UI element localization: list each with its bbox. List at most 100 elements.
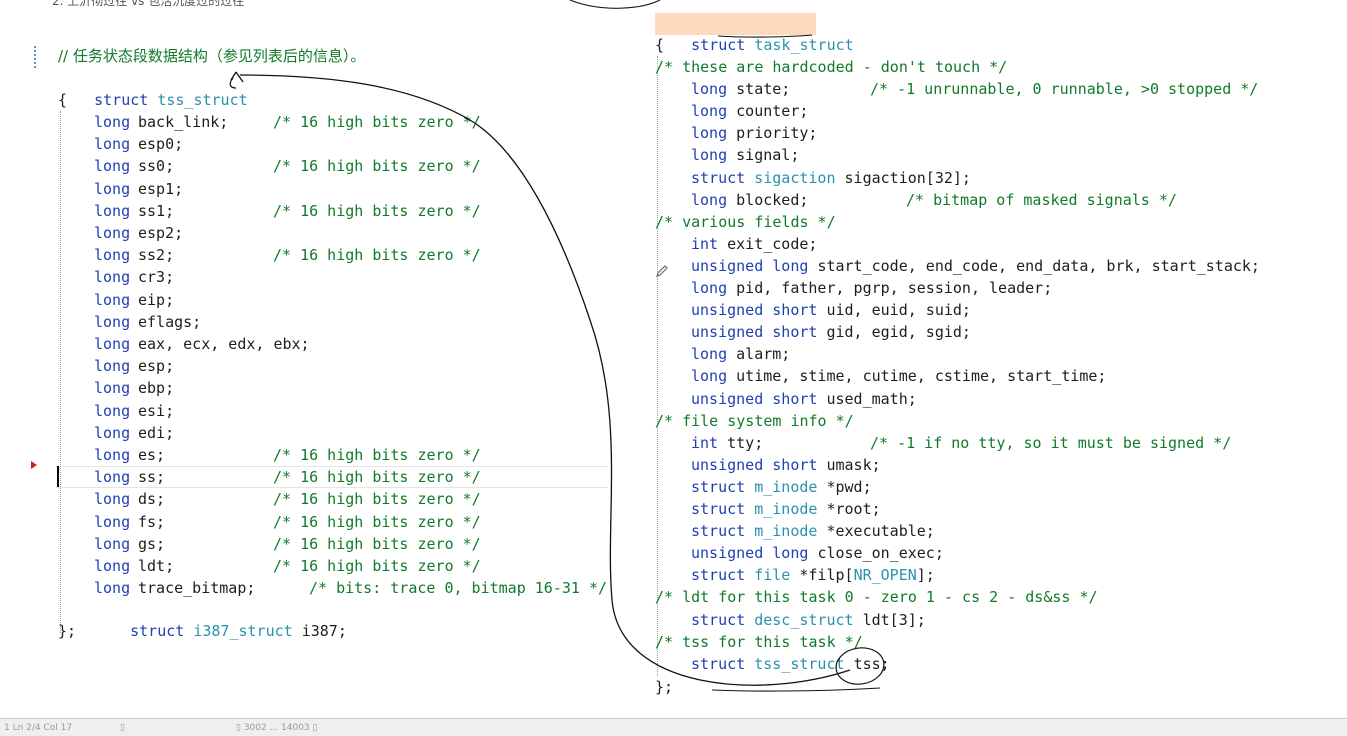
task-struct-declaration: struct task_struct bbox=[655, 12, 854, 54]
tss-struct-name[interactable]: tss_struct bbox=[157, 91, 248, 109]
task-close-brace: }; bbox=[655, 678, 674, 696]
task-field-line: long alarm; bbox=[691, 343, 790, 365]
long-keyword: long bbox=[94, 401, 131, 420]
field-name: i387; bbox=[301, 622, 347, 640]
field-name: *root; bbox=[826, 500, 881, 518]
field-name: close_on_exec; bbox=[817, 544, 944, 563]
tss-close-brace: }; bbox=[58, 622, 77, 640]
macro-name[interactable]: NR_OPEN bbox=[853, 566, 917, 585]
breakpoint-arrow-icon[interactable] bbox=[31, 461, 37, 469]
struct-type-name[interactable]: tss_struct bbox=[754, 654, 845, 673]
type-keyword: long bbox=[691, 146, 728, 165]
field-name: *executable; bbox=[826, 522, 935, 541]
type-keyword: long bbox=[691, 279, 728, 297]
struct-type-name[interactable]: file bbox=[754, 566, 791, 585]
long-keyword: long bbox=[94, 446, 131, 464]
status-bar: 1 Ln 2/4 Col 17 ▯ ▯ 3002 ... 14003 ▯ bbox=[0, 718, 1347, 736]
field-comment: /* 16 high bits zero */ bbox=[273, 557, 481, 575]
task-field-line: long utime, stime, cutime, cstime, start… bbox=[691, 365, 1106, 387]
long-keyword: long bbox=[94, 423, 131, 442]
field-name: utime, stime, cutime, cstime, start_time… bbox=[736, 367, 1107, 386]
long-keyword: long bbox=[94, 135, 131, 154]
change-indicator-bar bbox=[34, 46, 38, 68]
long-keyword: long bbox=[94, 179, 131, 198]
field-comment: /* 16 high bits zero */ bbox=[273, 534, 481, 553]
field-name: ss2; bbox=[138, 246, 175, 265]
task-field-line: unsigned long start_code, end_code, end_… bbox=[691, 255, 1260, 277]
field-name: state; bbox=[736, 80, 791, 99]
field-name: *filp[ bbox=[799, 566, 854, 585]
task-field-line: int tty;/* -1 if no tty, so it must be s… bbox=[691, 432, 1231, 454]
field-comment: /* 16 high bits zero */ bbox=[273, 246, 481, 265]
section-comment: /* ldt for this task 0 - zero 1 - cs 2 -… bbox=[655, 588, 1098, 607]
task-field-line: long signal; bbox=[691, 144, 799, 166]
status-item-icon[interactable]: ▯ bbox=[120, 723, 125, 733]
type-keyword: unsigned long bbox=[691, 256, 809, 275]
type-keyword: struct bbox=[691, 500, 746, 518]
field-name: counter; bbox=[736, 102, 809, 121]
tss-field-line: long esp2; bbox=[94, 222, 183, 244]
struct-type-name[interactable]: sigaction bbox=[754, 168, 836, 187]
field-name: eax, ecx, edx, ebx; bbox=[138, 335, 310, 353]
type-keyword: struct bbox=[691, 168, 746, 187]
task-field-line: long state;/* -1 unrunnable, 0 runnable,… bbox=[691, 78, 1258, 100]
type-keyword: struct bbox=[691, 654, 746, 673]
long-keyword: long bbox=[94, 512, 131, 531]
task-field-line: unsigned long close_on_exec; bbox=[691, 542, 944, 564]
field-name: esp2; bbox=[138, 224, 184, 242]
field-name: back_link; bbox=[138, 113, 229, 131]
tss-field-line: long edi; bbox=[94, 422, 174, 444]
field-name: ds; bbox=[138, 490, 166, 509]
field-name: pid, father, pgrp, session, leader; bbox=[736, 279, 1053, 297]
field-name: umask; bbox=[826, 455, 881, 474]
struct-keyword: struct bbox=[94, 91, 149, 109]
i387-type-name[interactable]: i387_struct bbox=[193, 622, 293, 640]
field-name: fs; bbox=[138, 512, 166, 531]
field-name: edi; bbox=[138, 423, 175, 442]
struct-type-name[interactable]: desc_struct bbox=[754, 610, 854, 629]
type-keyword: long bbox=[691, 102, 728, 121]
long-keyword: long bbox=[94, 490, 131, 509]
task-struct-name[interactable]: task_struct bbox=[754, 36, 854, 54]
struct-keyword: struct bbox=[130, 622, 185, 640]
task-field-line: struct tss_struct tss; bbox=[691, 653, 890, 675]
type-keyword: unsigned short bbox=[691, 389, 818, 408]
tss-open-brace: { bbox=[58, 91, 68, 109]
long-keyword: long bbox=[94, 201, 131, 220]
field-name: *pwd; bbox=[826, 477, 872, 496]
field-name: eflags; bbox=[138, 312, 202, 331]
field-name: uid, euid, suid; bbox=[826, 301, 971, 320]
task-open-brace: { bbox=[655, 36, 665, 54]
tss-last-field: struct i387_struct i387; bbox=[94, 598, 347, 640]
task-field-line: long blocked;/* bitmap of masked signals… bbox=[691, 189, 1177, 211]
long-keyword: long bbox=[94, 579, 131, 598]
task-field-line: long pid, father, pgrp, session, leader; bbox=[691, 277, 1052, 299]
long-keyword: long bbox=[94, 357, 131, 376]
field-comment: /* 16 high bits zero */ bbox=[273, 157, 481, 176]
struct-type-name[interactable]: m_inode bbox=[754, 500, 818, 518]
long-keyword: long bbox=[94, 224, 131, 242]
struct-type-name[interactable]: m_inode bbox=[754, 522, 818, 541]
struct-keyword: struct bbox=[691, 36, 746, 54]
type-keyword: unsigned long bbox=[691, 544, 809, 563]
struct-type-name[interactable]: m_inode bbox=[754, 477, 818, 496]
field-comment: /* bits: trace 0, bitmap 16-31 */ bbox=[309, 579, 608, 598]
field-name: ldt; bbox=[138, 557, 175, 575]
type-keyword: long bbox=[691, 80, 728, 99]
annotation-top-curve bbox=[569, 0, 661, 9]
field-name: cr3; bbox=[138, 268, 175, 287]
indent-guide bbox=[60, 111, 61, 633]
long-keyword: long bbox=[94, 312, 131, 331]
